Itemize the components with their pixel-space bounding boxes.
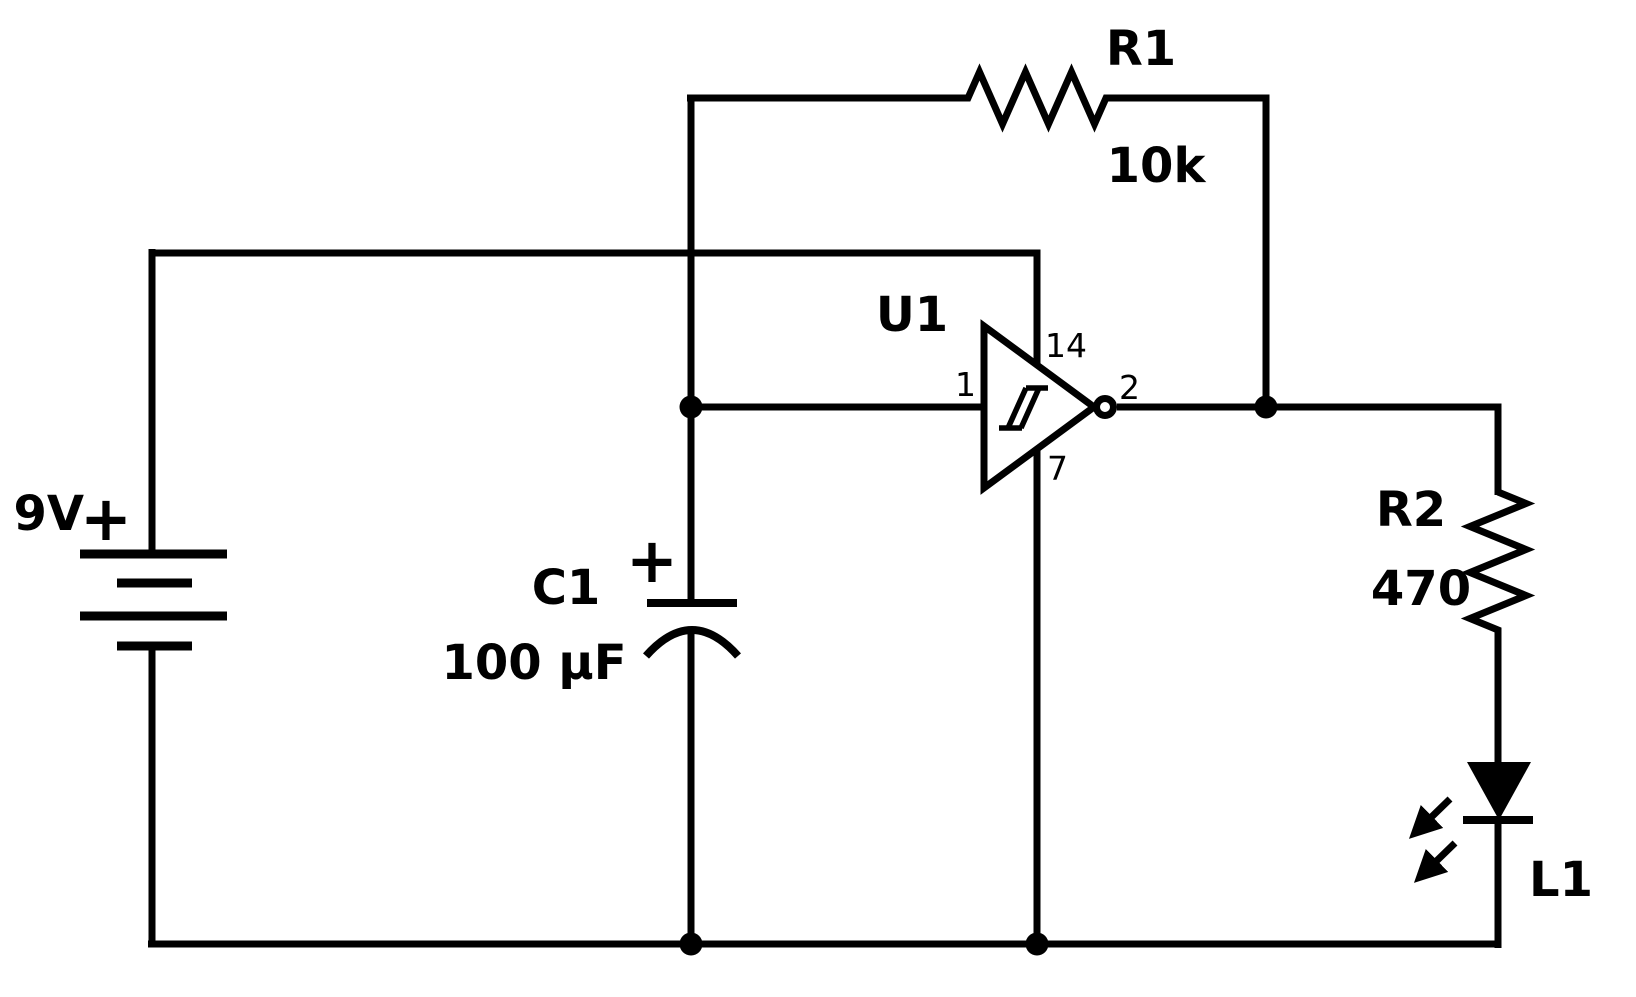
u1-ref-label: U1 [876, 287, 948, 343]
u1-pin-7-label: 7 [1047, 449, 1068, 488]
junction-dot-input-node [679, 395, 703, 419]
capacitor-curved-plate [643, 626, 741, 659]
battery-value-label: 9V [13, 486, 84, 542]
led-l1: L1 [1408, 762, 1593, 908]
junction-dot-gnd-pin [1025, 932, 1049, 956]
wire-supply-and-inverter-power [152, 249, 1041, 944]
u1-pin-14-label: 14 [1045, 326, 1087, 365]
resistor-r2: R2 470 [1371, 482, 1471, 617]
l1-ref-label: L1 [1529, 852, 1593, 908]
battery-plus-sign: + [80, 482, 132, 555]
u1-pin-2-label: 2 [1119, 368, 1140, 407]
r1-value-label: 10k [1107, 138, 1207, 194]
c1-ref-label: C1 [532, 560, 601, 616]
inverter-u1: U1 1 14 2 7 [876, 287, 1140, 495]
led-emission-arrow-icon [1408, 796, 1453, 839]
junction-dots [679, 395, 1278, 956]
c1-value-label: 100 µF [441, 635, 626, 691]
hysteresis-icon [999, 385, 1048, 431]
c1-plus-sign: + [626, 524, 678, 597]
wires [148, 63, 1536, 948]
u1-pin-1-label: 1 [955, 365, 976, 404]
wire-r2-to-led [1460, 488, 1536, 765]
r2-ref-label: R2 [1376, 482, 1446, 538]
r2-value-label: 470 [1371, 561, 1471, 617]
led-emission-arrow-icon [1413, 840, 1458, 883]
schmitt-inverter-triangle [980, 319, 1100, 495]
battery-symbol: 9V + [13, 482, 227, 651]
wire-r1-feedback-loop [687, 63, 1270, 407]
junction-dot-output-node [1254, 395, 1278, 419]
junction-dot-c1-ground [679, 932, 703, 956]
led-diode-triangle [1467, 762, 1531, 820]
r1-ref-label: R1 [1106, 21, 1176, 77]
inversion-bubble-icon [1093, 395, 1117, 419]
capacitor-c1: C1 100 µF + [441, 524, 741, 691]
wire-inverter-output [1117, 403, 1502, 495]
resistor-r1: R1 10k [1106, 21, 1207, 194]
